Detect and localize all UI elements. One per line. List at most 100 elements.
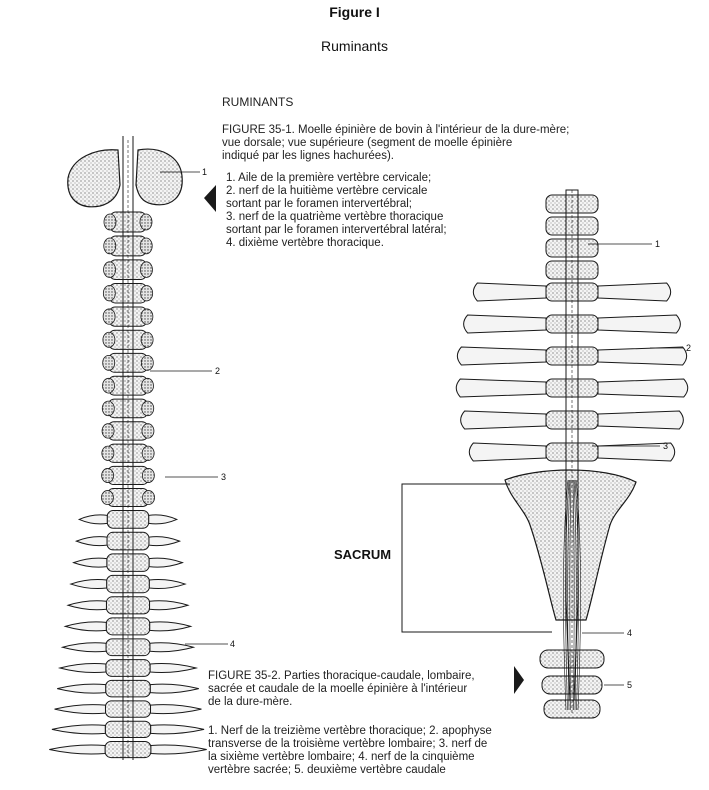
- nerve-root: [572, 479, 575, 711]
- caption-bottom-line: 1. Nerf de la treizième vertèbre thoraci…: [208, 725, 492, 737]
- transverse-process-left: [460, 410, 547, 430]
- rib-process-left: [74, 536, 108, 547]
- label-r2: 2: [686, 343, 691, 353]
- sacrum-bone: [504, 469, 637, 621]
- nerve-root: [574, 479, 579, 711]
- right-spine-figure: SACRUM 1 2 3 4 5: [334, 189, 691, 719]
- label-4: 4: [230, 639, 235, 649]
- rib-process-left: [57, 663, 107, 674]
- caption-top-heading: RUMINANTS: [222, 95, 294, 109]
- caption-top-line: FIGURE 35-1. Moelle épinière de bovin à …: [222, 124, 570, 136]
- vertebra: [104, 700, 152, 718]
- articular-process-left: [102, 285, 116, 302]
- atlas-wing-right: [135, 148, 183, 206]
- transverse-process-right: [597, 282, 672, 302]
- caption-bottom-line: de la dure-mère.: [208, 696, 293, 708]
- articular-process-left: [101, 490, 114, 505]
- rib-process-left: [51, 724, 106, 735]
- articular-process-left: [102, 377, 115, 394]
- caption-top-line: 3. nerf de la quatrième vertèbre thoraci…: [226, 211, 444, 223]
- caption-top-line: 2. nerf de la huitième vertèbre cervical…: [226, 185, 428, 197]
- figure-subtitle: Ruminants: [321, 38, 388, 54]
- articular-process-left: [102, 308, 116, 325]
- articular-process-left: [101, 400, 115, 417]
- rib-process-right: [150, 704, 202, 715]
- articular-process-right: [141, 377, 154, 394]
- caption-bottom-line: sacrée et caudale de la moelle épinière …: [208, 683, 468, 695]
- caption-bottom-line: vertèbre sacrée; 5. deuxième vertèbre ca…: [208, 764, 446, 776]
- rib-process-right: [149, 621, 193, 632]
- rib-process-left: [54, 704, 106, 715]
- transverse-process-right: [597, 378, 689, 398]
- rib-process-left: [60, 642, 107, 653]
- rib-process-right: [150, 744, 207, 755]
- transverse-process-left: [463, 314, 547, 334]
- caption-top-line: sortant par le foramen intervertébral la…: [226, 224, 447, 236]
- articular-process-left: [101, 468, 115, 483]
- articular-process-left: [103, 213, 117, 231]
- rib-process-right: [150, 724, 205, 735]
- caption-marker-arrow: [204, 185, 216, 212]
- rib-process-right: [148, 536, 182, 547]
- rib-process-left: [77, 514, 108, 525]
- left-spine-figure: 1 2 3 4: [49, 136, 235, 760]
- articular-process-right: [140, 331, 154, 348]
- label-r4: 4: [627, 628, 632, 638]
- nerve-root: [575, 479, 581, 711]
- caption-top-line: 4. dixième vertèbre thoracique.: [226, 237, 384, 249]
- label-2: 2: [215, 366, 220, 376]
- articular-process-right: [141, 423, 155, 439]
- rib-process-right: [148, 557, 184, 568]
- articular-process-right: [140, 261, 153, 278]
- articular-process-right: [140, 308, 154, 325]
- articular-process-right: [141, 400, 155, 417]
- label-3: 3: [221, 472, 226, 482]
- transverse-process-right: [597, 346, 688, 366]
- rib-process-left: [57, 683, 107, 694]
- rib-process-right: [148, 579, 187, 590]
- caption-top-line: sortant par le foramen intervertébral;: [226, 198, 413, 210]
- nerve-root: [573, 479, 577, 711]
- rib-process-right: [149, 642, 196, 653]
- articular-process-right: [139, 237, 153, 255]
- sacrum-bracket: [401, 483, 552, 633]
- articular-process-right: [139, 213, 153, 231]
- rib-process-left: [69, 579, 108, 590]
- label-1: 1: [202, 167, 207, 177]
- transverse-process-left: [472, 282, 547, 302]
- transverse-process-left: [455, 378, 547, 398]
- transverse-process-right: [597, 442, 676, 462]
- articular-process-right: [140, 354, 154, 371]
- articular-process-right: [142, 490, 155, 505]
- rib-process-right: [149, 683, 199, 694]
- caption-marker-arrow-right: [514, 666, 524, 694]
- caption-top-line: vue dorsale; vue supérieure (segment de …: [222, 137, 513, 149]
- articular-process-left: [103, 261, 116, 278]
- articular-process-left: [102, 331, 116, 348]
- spinal-cord-right: [565, 189, 579, 701]
- nerve-root: [569, 479, 572, 711]
- transverse-process-left: [468, 442, 547, 462]
- rib-process-right: [149, 600, 190, 611]
- label-r3: 3: [663, 441, 668, 451]
- articular-process-left: [101, 423, 115, 439]
- transverse-process-right: [597, 314, 681, 334]
- articular-process-right: [140, 285, 154, 302]
- nerve-root: [567, 479, 571, 711]
- rib-process-left: [72, 557, 108, 568]
- rib-process-left: [63, 621, 107, 632]
- caption-top-line: indiqué par les lignes hachurées).: [222, 150, 394, 162]
- rib-process-right: [148, 514, 179, 525]
- articular-process-left: [103, 237, 117, 255]
- atlas-wing-left: [67, 149, 121, 208]
- sacrum-label: SACRUM: [334, 547, 391, 562]
- figure-title: Figure I: [329, 4, 380, 20]
- caption-top-line: 1. Aile de la première vertèbre cervical…: [226, 172, 432, 184]
- nerve-root: [565, 479, 570, 711]
- caption-bottom-line: FIGURE 35-2. Parties thoracique-caudale,…: [208, 670, 475, 682]
- transverse-process-right: [597, 410, 684, 430]
- articular-process-left: [102, 354, 116, 371]
- rib-process-right: [149, 663, 199, 674]
- label-r1: 1: [655, 239, 660, 249]
